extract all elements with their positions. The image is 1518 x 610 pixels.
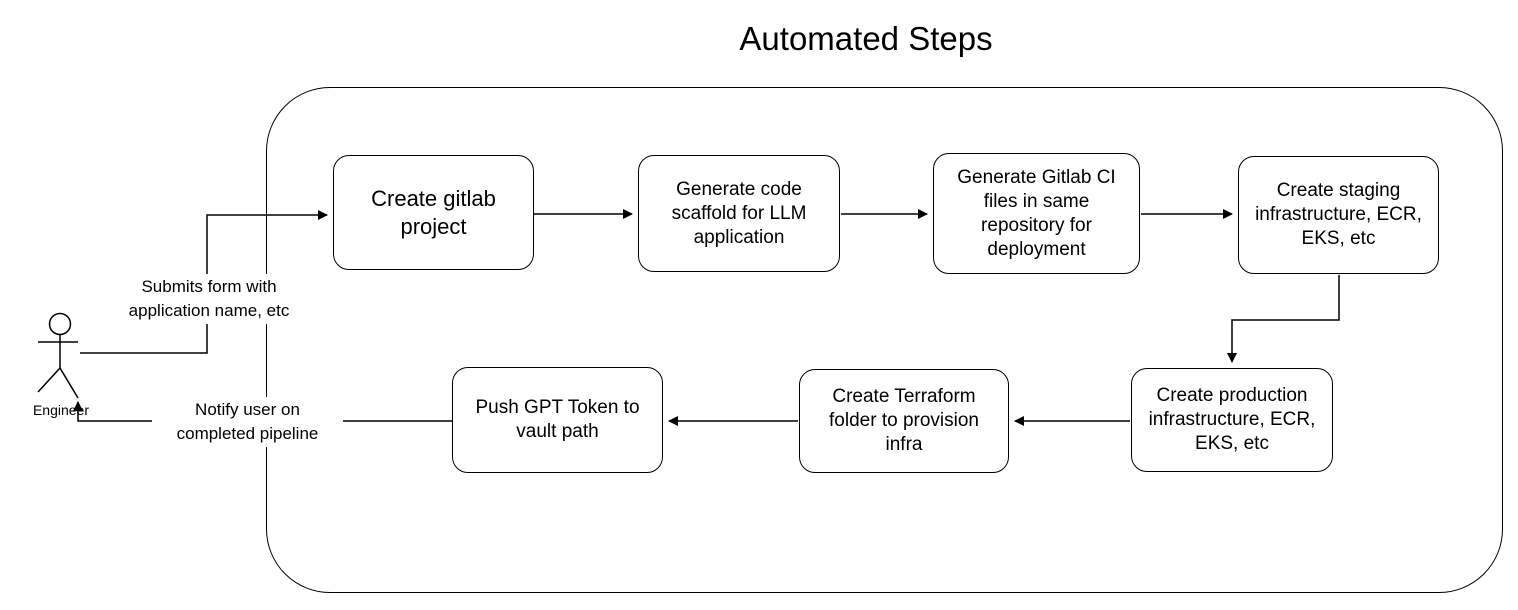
- actor-right-leg: [59, 367, 79, 399]
- actor-engineer: [37, 312, 79, 399]
- automated-steps-boundary: [266, 87, 1503, 593]
- actor-left-leg: [37, 367, 61, 393]
- edge-label-submit-form: Submits form with application name, etc: [112, 274, 306, 324]
- node-create-production-infra: Create production infrastructure, ECR, E…: [1131, 368, 1333, 472]
- node-create-staging-infra: Create staging infrastructure, ECR, EKS,…: [1238, 156, 1439, 274]
- diagram-title: Automated Steps: [739, 20, 993, 57]
- node-create-terraform-folder: Create Terraform folder to provision inf…: [799, 369, 1009, 473]
- node-generate-gitlab-ci-files: Generate Gitlab CI files in same reposit…: [933, 153, 1140, 274]
- edge-staging-to-production: [1227, 275, 1340, 363]
- edge-label-notify-user: Notify user on completed pipeline: [152, 397, 343, 447]
- actor-head: [48, 312, 72, 336]
- node-push-gpt-token: Push GPT Token to vault path: [452, 367, 663, 473]
- node-generate-code-scaffold: Generate code scaffold for LLM applicati…: [638, 155, 840, 272]
- node-create-gitlab-project: Create gitlab project: [333, 155, 534, 270]
